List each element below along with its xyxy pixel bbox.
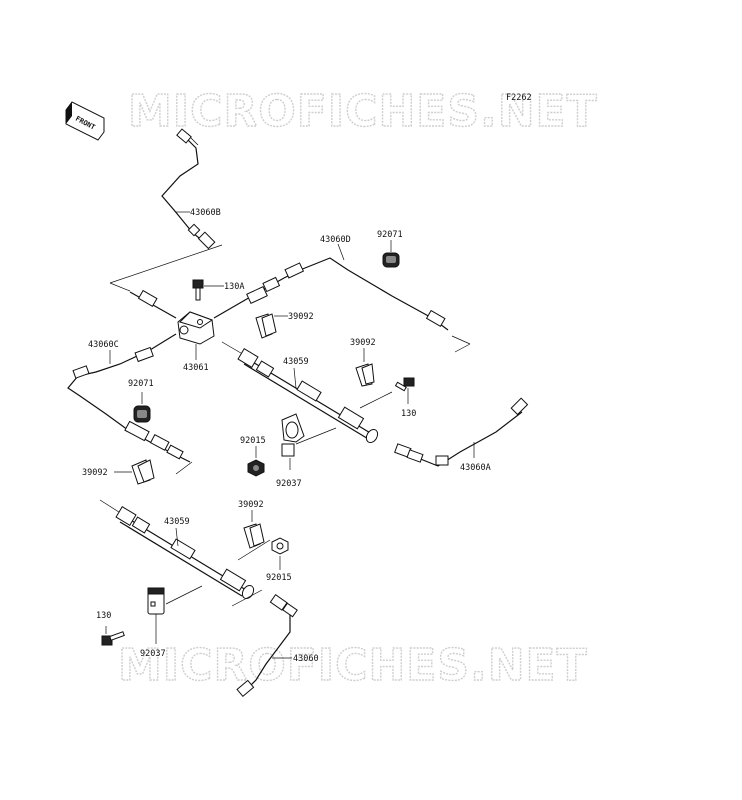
- grommet-92071-left: [133, 405, 151, 423]
- label-92037-upper: 92037: [276, 479, 302, 489]
- brake-hose-43059-upper: [237, 348, 379, 444]
- label-43059-upper: 43059: [283, 357, 309, 367]
- block-fitting-top: [129, 289, 177, 319]
- label-43060b: 43060B: [190, 208, 221, 218]
- junction-block-43061: [177, 311, 215, 345]
- watermark-bottom: MICROFICHES.NET: [118, 640, 588, 691]
- label-39092-lower: 39092: [238, 500, 264, 510]
- nut-92015-upper: [247, 459, 265, 477]
- label-43060d: 43060D: [320, 235, 351, 245]
- label-92037-lower: 92037: [140, 649, 166, 659]
- label-39092-right: 39092: [350, 338, 376, 348]
- bolt-130-upper: [394, 377, 415, 392]
- label-92071-left: 92071: [128, 379, 154, 389]
- brake-line-43060d: [213, 257, 449, 331]
- label-92071-top: 92071: [377, 230, 403, 240]
- label-43061: 43061: [183, 363, 209, 373]
- label-130-lower: 130: [96, 611, 111, 621]
- nut-92015-lower: [271, 537, 289, 555]
- label-39092-top: 39092: [288, 312, 314, 322]
- bolt-130-lower: [101, 631, 125, 646]
- clip-39092-top: [255, 313, 277, 339]
- diagram-ref-code: F2262: [506, 93, 532, 103]
- watermark-top: MICROFICHES.NET: [128, 86, 598, 137]
- brake-line-43060a: [394, 397, 529, 467]
- label-130a: 130A: [224, 282, 244, 292]
- front-arrow-icon: FRONT: [65, 101, 105, 141]
- brake-hose-43059-lower: [115, 506, 255, 600]
- brake-line-43060: [236, 594, 298, 698]
- label-130-upper: 130: [401, 409, 416, 419]
- clamp-92037-lower: [147, 587, 165, 615]
- label-39092-left: 39092: [82, 468, 108, 478]
- label-43060a: 43060A: [460, 463, 491, 473]
- clamp-92037-upper: [281, 413, 305, 457]
- clip-39092-lower: [243, 523, 265, 549]
- bolt-130a: [192, 279, 204, 301]
- grommet-92071-top: [382, 252, 400, 268]
- label-43059-lower: 43059: [164, 517, 190, 527]
- brake-line-43060c: [67, 333, 191, 463]
- clip-39092-right: [355, 363, 375, 387]
- clip-39092-left: [131, 459, 155, 485]
- label-43060: 43060: [293, 654, 319, 664]
- label-43060c: 43060C: [88, 340, 119, 350]
- label-92015-lower: 92015: [266, 573, 292, 583]
- brake-line-43060b: [161, 128, 216, 250]
- label-92015-upper: 92015: [240, 436, 266, 446]
